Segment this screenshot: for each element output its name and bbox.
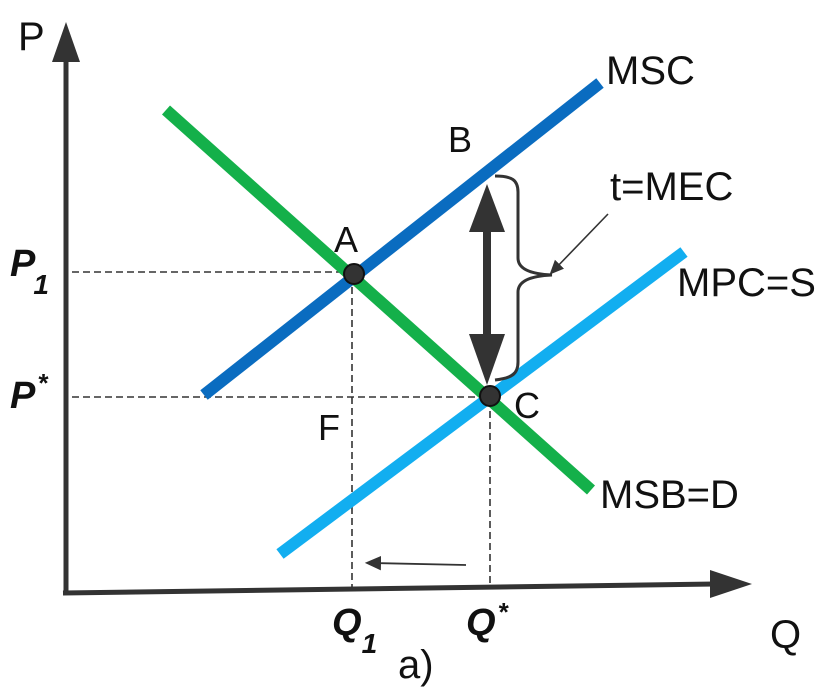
point-a-dot xyxy=(343,263,365,285)
msc-label: MSC xyxy=(606,49,695,93)
msc-curve xyxy=(200,78,604,400)
y-axis-arrow-icon xyxy=(52,22,80,62)
y-axis-label: P xyxy=(18,15,45,59)
tax-arrow-down-icon xyxy=(469,334,505,385)
pstar-tick-label: P* xyxy=(10,368,49,417)
x-axis-arrow-icon xyxy=(710,570,752,598)
point-b-label: B xyxy=(448,119,472,160)
panel-caption: a) xyxy=(398,643,434,687)
point-a-label: A xyxy=(334,219,358,260)
pstar-main: P xyxy=(10,375,36,417)
qstar-superscript: * xyxy=(498,597,510,627)
q1-main: Q xyxy=(332,602,362,644)
q1-subscript: 1 xyxy=(362,628,378,659)
p1-subscript: 1 xyxy=(33,269,49,300)
point-c-dot xyxy=(479,385,501,407)
q1-tick-label: Q1 xyxy=(332,602,377,659)
point-f-label: F xyxy=(318,407,340,448)
qstar-main: Q xyxy=(466,602,496,644)
msb-label: MSB=D xyxy=(600,473,739,517)
tax-label: t=MEC xyxy=(610,165,733,209)
quantity-shift-arrow xyxy=(364,555,467,571)
x-axis xyxy=(62,581,716,596)
p1-main: P xyxy=(10,243,36,285)
qstar-tick-label: Q* xyxy=(466,597,510,644)
pstar-superscript: * xyxy=(37,368,49,398)
tax-arrow-up-icon xyxy=(469,184,505,232)
p1-tick-label: P1 xyxy=(10,243,49,300)
tax-pointer-arrow xyxy=(549,213,609,275)
mpc-label: MPC=S xyxy=(677,261,816,305)
msb-demand-curve xyxy=(162,105,595,495)
point-c-label: C xyxy=(514,385,540,426)
tax-brace xyxy=(494,174,553,382)
x-axis-label: Q xyxy=(770,613,801,657)
